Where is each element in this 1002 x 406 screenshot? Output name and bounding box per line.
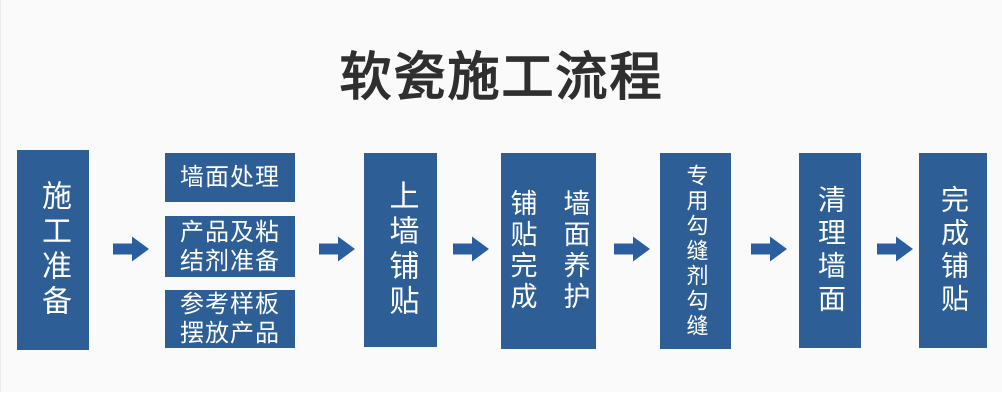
flow-step-label: 专用勾缝剂勾缝 — [683, 163, 709, 339]
flow-step-label: 完成铺贴 — [938, 184, 969, 317]
flow-step-columns: 铺贴完成 墙面养护 — [503, 189, 595, 313]
flow-step-label: 清理墙面 — [815, 184, 846, 317]
page-title: 软瓷施工流程 — [339, 49, 664, 107]
arrow-right-icon — [319, 236, 355, 262]
flow-step-label-col-left: 铺贴完成 — [506, 189, 537, 313]
arrow-right-icon — [453, 236, 489, 262]
arrow-right-icon — [751, 236, 787, 262]
flow-step-special-grout-jointing: 专用勾缝剂勾缝 — [660, 153, 731, 349]
flow-step-tiling-finished: 完成铺贴 — [919, 153, 987, 348]
flow-step-label-line1: 参考样板 — [180, 291, 280, 318]
flow-step-label: 施工准备 — [37, 180, 70, 320]
flowchart-banner: 软瓷施工流程 施工准备 墙面处理 产品及粘 结剂准备 参考样板 摆放产品 上墙铺… — [0, 0, 987, 392]
flow-step-reference-sample-layout: 参考样板 摆放产品 — [165, 290, 295, 348]
flow-step-product-adhesive-preparation: 产品及粘 结剂准备 — [165, 216, 295, 277]
flow-step-label-line2: 结剂准备 — [180, 247, 280, 275]
flow-step-label-line1: 产品及粘 — [180, 218, 280, 246]
flow-step-wall-surface-treatment: 墙面处理 — [165, 153, 295, 202]
flow-step-tiling-complete-wall-curing: 铺贴完成 墙面养护 — [501, 153, 596, 349]
flow-step-clean-wall-surface: 清理墙面 — [799, 153, 861, 348]
flow-step-label: 墙面处理 — [180, 164, 280, 191]
flow-step-label-col-right: 墙面养护 — [559, 189, 590, 313]
flow-step-wall-tiling: 上墙铺贴 — [364, 153, 437, 347]
flow-step-label: 上墙铺贴 — [384, 180, 418, 320]
arrow-right-icon — [614, 236, 650, 262]
arrow-right-icon — [877, 236, 913, 262]
arrow-right-icon — [113, 236, 149, 262]
flow-step-label-line2: 摆放产品 — [180, 320, 280, 347]
flow-step-construction-preparation: 施工准备 — [17, 150, 89, 350]
